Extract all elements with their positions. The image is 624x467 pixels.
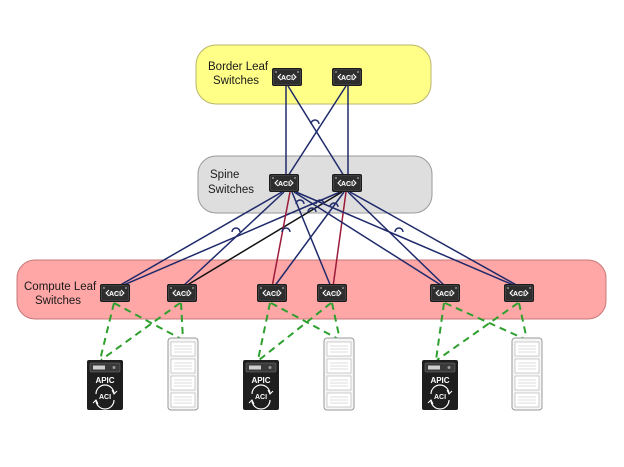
link-hop xyxy=(310,119,320,125)
fabric-link xyxy=(347,191,447,288)
mgmt-link xyxy=(270,302,341,341)
fabric-link xyxy=(183,191,343,288)
fabric-link xyxy=(271,191,291,288)
fabric-link xyxy=(295,191,519,288)
apic-controller-2[interactable]: APIC ACI xyxy=(242,359,280,411)
spine-switch-2[interactable]: ACI xyxy=(331,173,363,193)
aci-badge: ACI xyxy=(278,181,290,188)
compute-leaf-switch-2[interactable]: ACI xyxy=(166,283,198,303)
mgmt-link xyxy=(435,302,445,361)
compute-leaf-switch-5[interactable]: ACI xyxy=(429,283,461,303)
apic-label: APIC xyxy=(430,376,449,385)
border-spine-links xyxy=(285,85,349,177)
mgmt-link xyxy=(444,302,528,341)
aci-badge: ACI xyxy=(176,291,188,298)
fabric-link xyxy=(287,85,345,177)
server-rack-icon[interactable] xyxy=(167,337,199,411)
spine-label-line1: Spine xyxy=(210,169,239,181)
mgmt-link xyxy=(258,302,332,361)
border-leaf-zone: Border Leaf Switches xyxy=(195,44,432,105)
compute-leaf-switch-1[interactable]: ACI xyxy=(99,283,131,303)
aci-badge: ACI xyxy=(326,291,338,298)
compute-leaf-label-line1: Compute Leaf xyxy=(24,281,97,293)
fabric-link xyxy=(181,191,285,288)
mgmt-link xyxy=(180,302,184,341)
mgmt-link xyxy=(331,302,341,341)
link-hops xyxy=(231,199,404,233)
spine-zone: Spine Switches xyxy=(197,155,433,214)
server-rack-icon[interactable] xyxy=(323,337,355,411)
compute-leaf-switch-6[interactable]: ACI xyxy=(503,283,535,303)
border-leaf-zone-box xyxy=(195,44,432,105)
mgmt-link xyxy=(113,302,184,341)
aci-badge: ACI xyxy=(341,181,353,188)
compute-leaf-zone: Compute Leaf Switches xyxy=(16,259,607,320)
aci-badge: ACI xyxy=(439,291,451,298)
compute-leaf-switch-3[interactable]: ACI xyxy=(256,283,288,303)
apic-label: APIC xyxy=(95,376,114,385)
border-leaf-switch-1[interactable]: ACI xyxy=(271,67,303,87)
fabric-link xyxy=(332,191,347,288)
aci-badge: ACI xyxy=(513,291,525,298)
spine-leaf-links xyxy=(116,191,521,288)
border-leaf-label-line2: Switches xyxy=(213,75,259,87)
spine-label-line2: Switches xyxy=(208,184,254,196)
aci-badge: ACI xyxy=(281,75,293,82)
apic-controller-3[interactable]: APIC ACI xyxy=(421,359,459,411)
mgmt-link xyxy=(257,302,271,361)
compute-leaf-label-line2: Switches xyxy=(35,295,81,307)
spine-switch-1[interactable]: ACI xyxy=(268,173,300,193)
spine-zone-box xyxy=(197,155,433,214)
border-leaf-switch-2[interactable]: ACI xyxy=(331,67,363,87)
compute-leaf-switch-4[interactable]: ACI xyxy=(316,283,348,303)
mgmt-link xyxy=(100,302,181,361)
fabric-link xyxy=(349,191,521,288)
aci-badge: ACI xyxy=(109,291,121,298)
border-leaf-label-line1: Border Leaf xyxy=(208,61,269,73)
fabric-link xyxy=(291,191,332,288)
fabric-link xyxy=(118,191,341,288)
fabric-link xyxy=(293,191,445,288)
aci-badge: ACI xyxy=(255,394,267,401)
apic-label: APIC xyxy=(251,376,270,385)
fabric-link xyxy=(287,85,347,177)
apic-controller-1[interactable]: APIC ACI xyxy=(86,359,124,411)
mgmt-link xyxy=(99,302,115,361)
management-links xyxy=(99,302,528,361)
aci-badge: ACI xyxy=(341,75,353,82)
server-rack-icon[interactable] xyxy=(511,337,543,411)
aci-badge: ACI xyxy=(266,291,278,298)
fabric-link xyxy=(116,191,283,288)
aci-badge: ACI xyxy=(434,394,446,401)
aci-badge: ACI xyxy=(99,394,111,401)
mgmt-link xyxy=(436,302,519,361)
mgmt-link xyxy=(518,302,528,341)
